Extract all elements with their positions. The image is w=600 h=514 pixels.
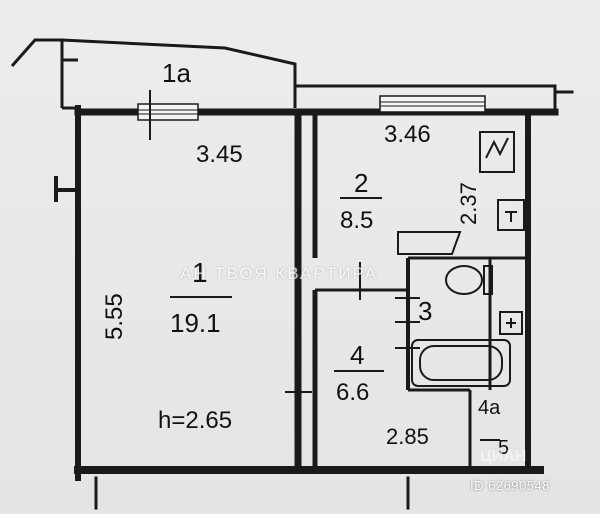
room-2-number: 2 xyxy=(354,168,368,198)
room-1a-number: 1a xyxy=(162,58,191,88)
door-marks xyxy=(149,90,500,441)
room-3-number: 3 xyxy=(418,296,432,326)
room-1-length-dimension: 5.55 xyxy=(101,293,128,340)
listing-id-watermark: ID 62690548 xyxy=(470,478,550,493)
room-2-area: 8.5 xyxy=(340,207,373,234)
stove-icon xyxy=(479,131,515,173)
window-room1 xyxy=(137,103,199,121)
washbasin-icon xyxy=(499,311,523,335)
sink-icon xyxy=(497,199,525,231)
cabinet-icon xyxy=(397,231,462,255)
ceiling-height-label: h=2.65 xyxy=(158,407,232,434)
interior-walls xyxy=(294,112,528,470)
bathtub-icon xyxy=(411,339,511,387)
agency-watermark: АН ТВОЯ КВАРТИРА xyxy=(180,264,379,283)
room-2-length-dimension: 2.37 xyxy=(456,182,481,225)
room-4-width-dimension: 2.85 xyxy=(386,424,429,449)
room-4a-number: 4a xyxy=(478,397,501,419)
balcony-outline xyxy=(10,38,297,110)
toilet-icon xyxy=(445,265,493,295)
room-2-width-dimension: 3.46 xyxy=(384,121,431,148)
room-4-area: 6.6 xyxy=(336,379,369,406)
room-1-number: 1 xyxy=(192,257,208,288)
source-watermark: ЦИАН xyxy=(480,448,527,465)
room-4-number: 4 xyxy=(350,340,364,370)
room-5-number: 5 xyxy=(498,437,509,459)
room-1-area: 19.1 xyxy=(170,308,221,338)
room-1-width-dimension: 3.45 xyxy=(196,141,243,168)
window-room2 xyxy=(379,95,486,113)
